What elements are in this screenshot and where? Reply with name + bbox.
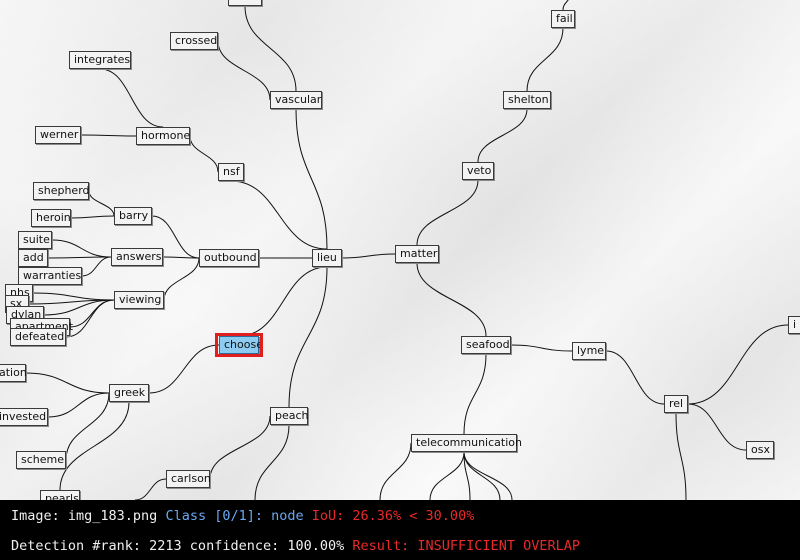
node-defeated[interactable]: defeated	[10, 328, 66, 346]
edge-lyme-rel	[605, 350, 665, 405]
node-integrates[interactable]: integrates	[69, 51, 131, 69]
edge-greek-scheme	[65, 392, 110, 461]
edge-viewing-dylan	[43, 299, 115, 316]
edge-telecommunication-bottom_h	[463, 451, 513, 500]
node-rel[interactable]: rel	[664, 395, 688, 413]
edge-outbound-barry	[151, 215, 200, 259]
node-shepherd[interactable]: shepherd	[33, 182, 90, 200]
edge-answers-suite	[51, 239, 112, 258]
edge-vascular-top	[244, 5, 297, 92]
image-label: Image: img_183.png	[11, 508, 158, 524]
edge-peach-bottom_a	[254, 424, 290, 500]
edge-telecommunication-bottom_e	[429, 451, 465, 500]
edge-shelton-fail	[526, 27, 564, 92]
node-viewing[interactable]: viewing	[114, 291, 164, 309]
detection-highlight-box	[215, 333, 263, 357]
diagram-canvas: fail crossed integrates vascular shelton wern…	[0, 0, 800, 500]
node-fail[interactable]: fail	[551, 10, 575, 28]
node-crossed[interactable]: crossed	[170, 32, 218, 50]
edge-greek-pearls	[59, 401, 130, 491]
node-ation[interactable]: ation	[0, 364, 27, 382]
edge-outbound-viewing	[163, 257, 200, 301]
edge-viewing-apartment	[69, 299, 115, 328]
node-osx[interactable]: osx	[746, 441, 774, 459]
node-hormone[interactable]: hormone	[136, 127, 190, 145]
edge-rel-right_edge	[687, 324, 789, 405]
edge-hormone-werner	[80, 134, 137, 137]
status-line-2: Detection #rank: 2213 confidence: 100.00…	[11, 538, 580, 554]
status-overlay: Image: img_183.png Class [0/1]: node IoU…	[0, 500, 800, 560]
node-nsf[interactable]: nsf	[218, 163, 244, 181]
edge-barry-shepherd	[88, 190, 115, 217]
edge-answers-warranties	[81, 256, 112, 277]
node-scheme[interactable]: scheme	[16, 451, 66, 469]
edge-peach-carlson	[209, 415, 271, 480]
edge-choose-greek	[148, 344, 220, 394]
edge-carlson-bottom_b	[134, 478, 167, 500]
node-vascular[interactable]: vascular	[270, 91, 322, 109]
node-shelton[interactable]: shelton	[503, 91, 551, 109]
edge-veto-shelton	[477, 108, 528, 163]
node-heroin[interactable]: heroin	[31, 209, 71, 227]
edge-viewing-sx	[28, 299, 115, 305]
edge-lieu-matter	[341, 253, 396, 259]
result-label: Result: INSUFFICIENT OVERLAP	[352, 538, 580, 554]
edge-lieu-nsf	[230, 180, 328, 250]
edge-hormone-integrates	[99, 68, 164, 128]
node-selected[interactable]: choose	[219, 336, 263, 354]
node-invested[interactable]: invested	[0, 408, 48, 426]
edge-seafood-telecommunication	[463, 353, 487, 435]
edge-rel-bottom_c	[675, 412, 687, 500]
edge-nsf-hormone	[189, 135, 219, 173]
node-veto[interactable]: veto	[462, 162, 494, 180]
node-lyme[interactable]: lyme	[572, 342, 606, 360]
edge-rel-osx	[687, 403, 747, 451]
rank-label: Detection #rank: 2213 confidence: 100.00…	[11, 538, 345, 554]
edge-lieu-peach	[288, 266, 328, 408]
iou-label: IoU: 26.36% < 30.00%	[311, 508, 475, 524]
class-label: Class [0/1]: node	[165, 508, 304, 524]
edge-viewing-nhs	[32, 292, 115, 301]
edge-greek-ation	[25, 372, 110, 394]
node-answers[interactable]: answers	[111, 248, 163, 266]
edge-seafood-lyme	[510, 344, 573, 352]
node-seafood[interactable]: seafood	[461, 336, 511, 354]
node-add[interactable]: add	[18, 249, 48, 267]
edge-answers-add	[47, 256, 112, 259]
node-telecommunication[interactable]: telecommunication	[411, 434, 522, 452]
edge-barry-heroin	[70, 215, 115, 219]
node-peach[interactable]: peach	[270, 407, 309, 425]
node-warranties[interactable]: warranties	[18, 267, 82, 285]
node-outbound[interactable]: outbound	[199, 249, 259, 267]
node-matter[interactable]: matter	[395, 245, 439, 263]
node-barry[interactable]: barry	[114, 207, 152, 225]
edge-matter-veto	[416, 179, 479, 246]
node-top[interactable]	[228, 0, 262, 6]
edge-outbound-answers	[162, 256, 200, 259]
status-line-1: Image: img_183.png Class [0/1]: node IoU…	[11, 508, 474, 524]
edge-greek-invested	[47, 392, 110, 418]
node-suite[interactable]: suite	[18, 231, 52, 249]
node-carlson[interactable]: carlson	[166, 470, 211, 488]
node-pearls[interactable]: pearls	[40, 490, 80, 500]
node-werner[interactable]: werner	[35, 126, 81, 144]
node-greek[interactable]: greek	[109, 384, 149, 402]
edge-lieu-vascular	[295, 108, 328, 250]
edge-matter-seafood	[416, 262, 487, 337]
node-right_edge[interactable]: i	[788, 316, 800, 334]
edge-vascular-crossed	[217, 40, 271, 101]
node-lieu[interactable]: lieu	[312, 249, 342, 267]
edge-viewing-defeated	[65, 299, 115, 338]
edge-telecommunication-bottom_d	[379, 442, 412, 500]
edge-fail-top_r	[562, 0, 569, 11]
